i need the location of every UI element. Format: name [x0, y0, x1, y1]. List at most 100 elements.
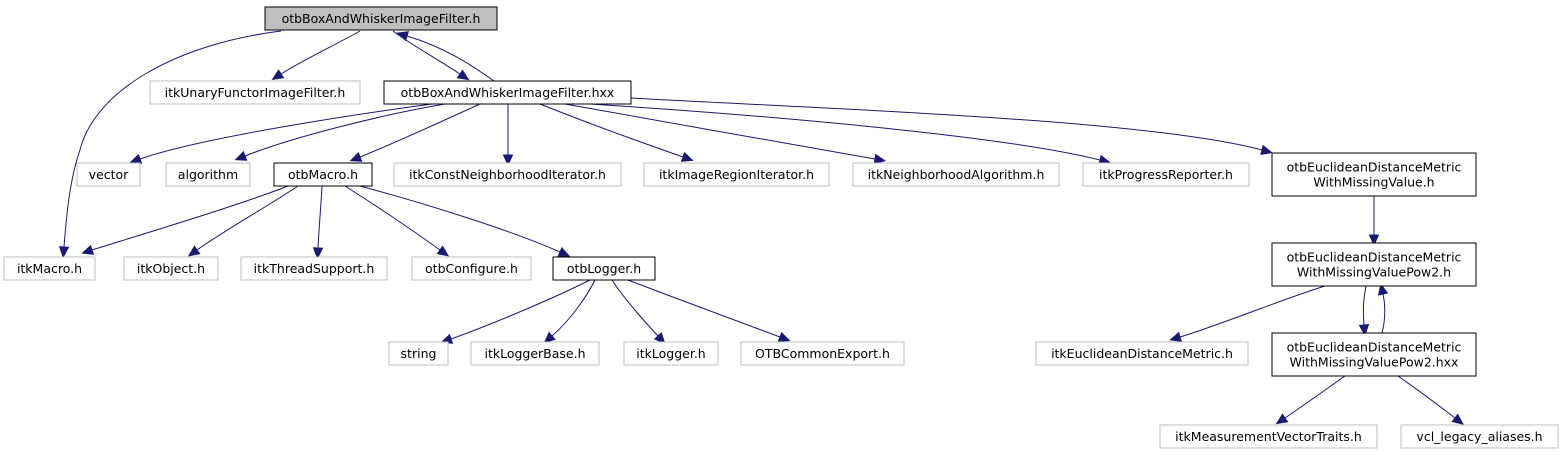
- node-itkMacro[interactable]: itkMacro.h: [3, 256, 96, 281]
- edge-otbLogger-to-itkLogger: [611, 279, 666, 345]
- edge-otbLogger-to-string: [440, 279, 591, 344]
- edge-line: [611, 279, 659, 337]
- edge-arrowhead: [1169, 331, 1182, 342]
- node-label: itkMacro.h: [17, 261, 82, 276]
- node-loggerBase[interactable]: itkLoggerBase.h: [470, 341, 600, 366]
- edge-euclPow2hxx-to-euclPow2: [1377, 283, 1389, 334]
- edge-line: [139, 103, 433, 160]
- node-euclPow2[interactable]: otbEuclideanDistanceMetricWithMissingVal…: [1271, 242, 1477, 287]
- edge-line: [392, 30, 461, 75]
- node-progress[interactable]: itkProgressReporter.h: [1082, 162, 1250, 187]
- node-box: [240, 256, 388, 281]
- edge-euclPow2hxx-to-measVec: [1275, 375, 1346, 425]
- node-itkObject[interactable]: itkObject.h: [123, 256, 219, 281]
- node-label: itkMeasurementVectorTraits.h: [1175, 429, 1362, 444]
- node-euclPow2hxx[interactable]: otbEuclideanDistanceMetricWithMissingVal…: [1271, 332, 1477, 377]
- edge-arrowhead: [187, 245, 201, 257]
- edge-root-to-itkMacro: [58, 30, 282, 259]
- edge-line: [1362, 285, 1367, 326]
- node-box: [3, 256, 96, 281]
- node-root[interactable]: otbBoxAndWhiskerImageFilter.h: [264, 6, 498, 31]
- node-neighAlg[interactable]: itkNeighborhoodAlgorithm.h: [852, 162, 1060, 187]
- edge-hxx-to-constNeigh: [502, 104, 514, 167]
- node-box: [1035, 341, 1249, 366]
- node-label: otbConfigure.h: [425, 261, 518, 276]
- node-label: itkUnaryFunctorImageFilter.h: [165, 85, 346, 100]
- node-otbMacro[interactable]: otbMacro.h: [273, 162, 373, 187]
- edge-otbMacro-to-itkObject: [187, 185, 299, 257]
- node-string[interactable]: string: [388, 341, 449, 366]
- edge-otbMacro-to-threadSupport: [312, 185, 324, 260]
- edge-arrowhead: [396, 31, 409, 42]
- edge-arrowhead: [1377, 283, 1389, 296]
- node-vclLegacy[interactable]: vcl_legacy_aliases.h: [1400, 424, 1559, 449]
- node-box: [1271, 242, 1477, 287]
- edge-hxx-to-root: [396, 31, 495, 82]
- edge-otbMacro-to-itkMacro: [81, 185, 289, 255]
- edge-euclMissing-to-euclPow2: [1368, 196, 1380, 247]
- edge-arrowhead: [653, 332, 666, 345]
- node-label: otbEuclideanDistanceMetric: [1287, 340, 1462, 355]
- node-label: otbEuclideanDistanceMetric: [1287, 160, 1462, 175]
- node-box: [383, 80, 632, 105]
- edge-line: [551, 279, 596, 337]
- edge-otbMacro-to-otbLogger: [359, 185, 571, 257]
- node-otbLogger[interactable]: otbLogger.h: [552, 256, 656, 281]
- node-label: itkConstNeighborhoodIterator.h: [409, 167, 606, 182]
- edge-arrowhead: [543, 331, 556, 344]
- graph-edges: [58, 30, 1464, 425]
- node-box: [1082, 162, 1250, 187]
- node-label: otbMacro.h: [288, 167, 358, 182]
- node-box: [273, 162, 373, 187]
- edge-line: [1284, 375, 1346, 419]
- node-label: WithMissingValue.h: [1313, 175, 1434, 190]
- node-hxx[interactable]: otbBoxAndWhiskerImageFilter.hxx: [383, 80, 632, 105]
- edge-arrowhead: [312, 247, 324, 260]
- edge-line: [1179, 285, 1326, 338]
- edge-line: [344, 185, 441, 251]
- node-box: [1159, 424, 1378, 449]
- node-box: [552, 256, 656, 281]
- edge-euclPow2hxx-to-vclLegacy: [1397, 375, 1464, 425]
- node-box: [149, 80, 361, 105]
- edge-hxx-to-euclMissing: [630, 97, 1273, 155]
- node-unaryFunctor[interactable]: itkUnaryFunctorImageFilter.h: [149, 80, 361, 105]
- edge-root-to-unaryFunctor: [271, 30, 361, 81]
- edge-arrowhead: [456, 69, 470, 81]
- node-threadSupport[interactable]: itkThreadSupport.h: [240, 256, 388, 281]
- edge-arrowhead: [502, 154, 514, 167]
- node-box: [852, 162, 1060, 187]
- edge-line: [539, 103, 684, 158]
- node-label: itkEuclideanDistanceMetric.h: [1051, 346, 1233, 361]
- edge-arrowhead: [1275, 413, 1289, 425]
- node-otbConfigure[interactable]: otbConfigure.h: [411, 256, 532, 281]
- node-label: itkProgressReporter.h: [1099, 167, 1233, 182]
- node-label: string: [401, 346, 437, 361]
- edge-hxx-to-vector: [129, 103, 433, 164]
- node-vector[interactable]: vector: [76, 162, 141, 187]
- node-itkEucl[interactable]: itkEuclideanDistanceMetric.h: [1035, 341, 1249, 366]
- node-otbCommonExport[interactable]: OTBCommonExport.h: [740, 341, 905, 366]
- edge-line: [244, 103, 446, 157]
- node-label: OTBCommonExport.h: [755, 346, 890, 361]
- edge-root-to-hxx: [392, 30, 470, 81]
- edge-line: [317, 185, 323, 249]
- node-measVec[interactable]: itkMeasurementVectorTraits.h: [1159, 424, 1378, 449]
- node-label: itkLogger.h: [636, 346, 705, 361]
- edge-arrowhead: [680, 151, 694, 162]
- node-imgRegion[interactable]: itkImageRegionIterator.h: [643, 162, 830, 187]
- edge-arrowhead: [349, 151, 363, 162]
- node-box: [393, 162, 622, 187]
- node-box: [643, 162, 830, 187]
- node-label: vector: [89, 167, 130, 182]
- node-itkLogger[interactable]: itkLogger.h: [623, 341, 719, 366]
- edge-line: [627, 279, 781, 338]
- node-euclMissing[interactable]: otbEuclideanDistanceMetricWithMissingVal…: [1271, 152, 1477, 197]
- node-constNeigh[interactable]: itkConstNeighborhoodIterator.h: [393, 162, 622, 187]
- edge-arrowhead: [234, 150, 248, 161]
- node-box: [76, 162, 141, 187]
- node-algorithm[interactable]: algorithm: [165, 162, 251, 187]
- node-box: [623, 341, 719, 366]
- edge-line: [630, 97, 1263, 151]
